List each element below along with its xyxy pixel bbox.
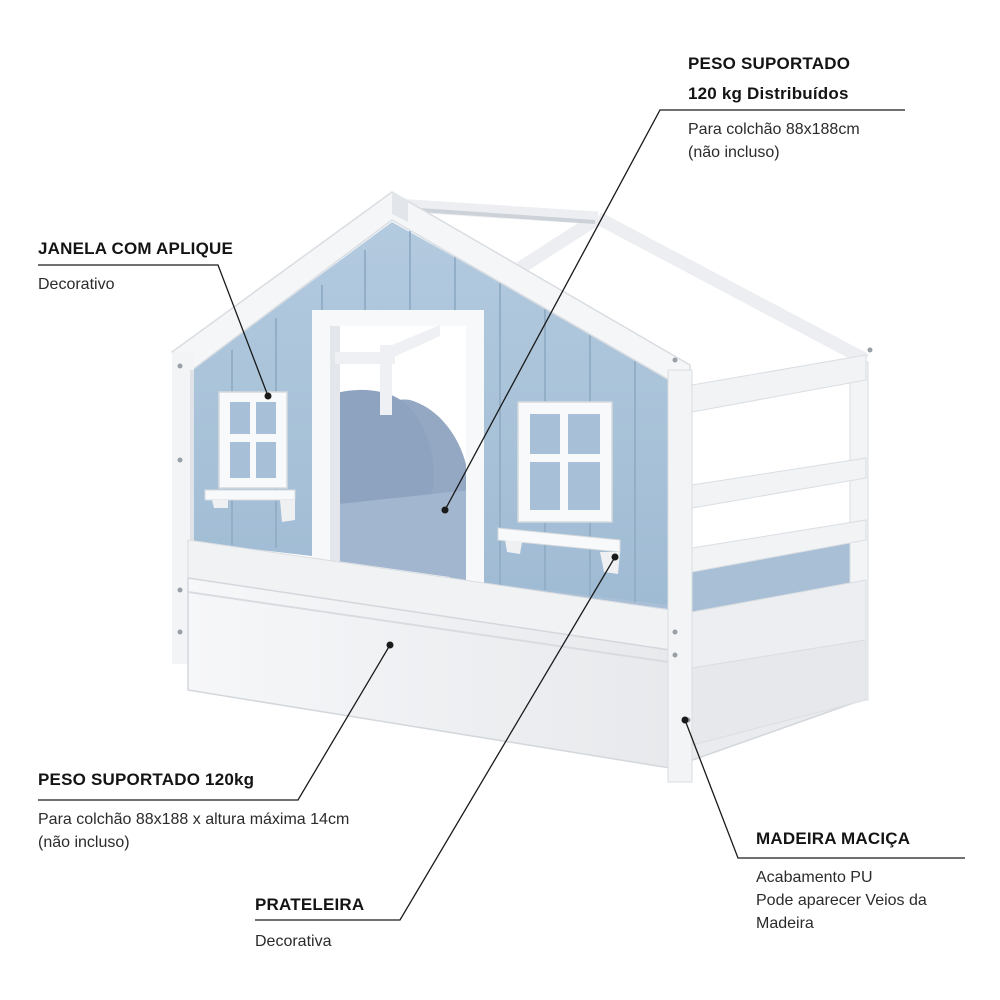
madeira-description: Acabamento PU Pode aparecer Veios da Mad… [756,866,927,935]
leader-dot-janela [264,392,272,400]
leader-prateleira [255,556,616,921]
janela-description: Decorativo [38,273,114,296]
right-window [497,401,621,574]
prateleira-description: Decorativa [255,930,331,953]
peso-bottom-desc-line2: (não incluso) [38,834,130,851]
peso-top-desc-line2: (não incluso) [688,144,780,161]
peso-top-desc-line1: Para colchão 88x188cm [688,121,860,138]
peso-top-subtitle: 120 kg Distribuídos [688,84,849,103]
leader-dots [264,392,689,724]
left-window [204,391,296,522]
leader-dot-madeira [681,716,689,724]
back-roof-frame [394,198,870,366]
leader-lines [38,109,965,921]
pillow [330,389,434,505]
screws [177,347,873,723]
peso-bottom-title: PESO SUPORTADO 120kg [38,770,255,789]
janela-title: JANELA COM APLIQUE [38,239,234,258]
leader-dot-peso-top [441,506,449,514]
leader-dot-peso-bottom [386,641,394,649]
prateleira-desc-line1: Decorativa [255,933,332,950]
prateleira-title: PRATELEIRA [255,895,365,914]
leader-janela [38,264,269,397]
janela-desc-line1: Decorativo [38,276,115,293]
sheet [330,490,470,580]
leader-madeira [684,719,965,859]
leader-peso-top [444,109,905,511]
right-side-frame [667,354,869,783]
madeira-desc-line2: Pode aparecer Veios da [756,892,927,909]
leader-dot-prateleira [611,553,619,561]
door-frame [312,310,484,585]
peso-bottom-desc-line1: Para colchão 88x188 x altura máxima 14cm [38,811,350,828]
madeira-title: MADEIRA MACIÇA [756,829,911,848]
peso-bottom-description: Para colchão 88x188 x altura máxima 14cm… [38,808,349,854]
madeira-desc-line1: Acabamento PU [756,869,873,886]
peso-top-description: Para colchão 88x188cm (não incluso) [688,118,860,164]
leader-peso-bottom [38,644,391,801]
inner-rails [335,325,440,415]
peso-top-title: PESO SUPORTADO [688,54,851,73]
madeira-desc-line3: Madeira [756,915,814,932]
ridge-shadow [419,208,596,224]
